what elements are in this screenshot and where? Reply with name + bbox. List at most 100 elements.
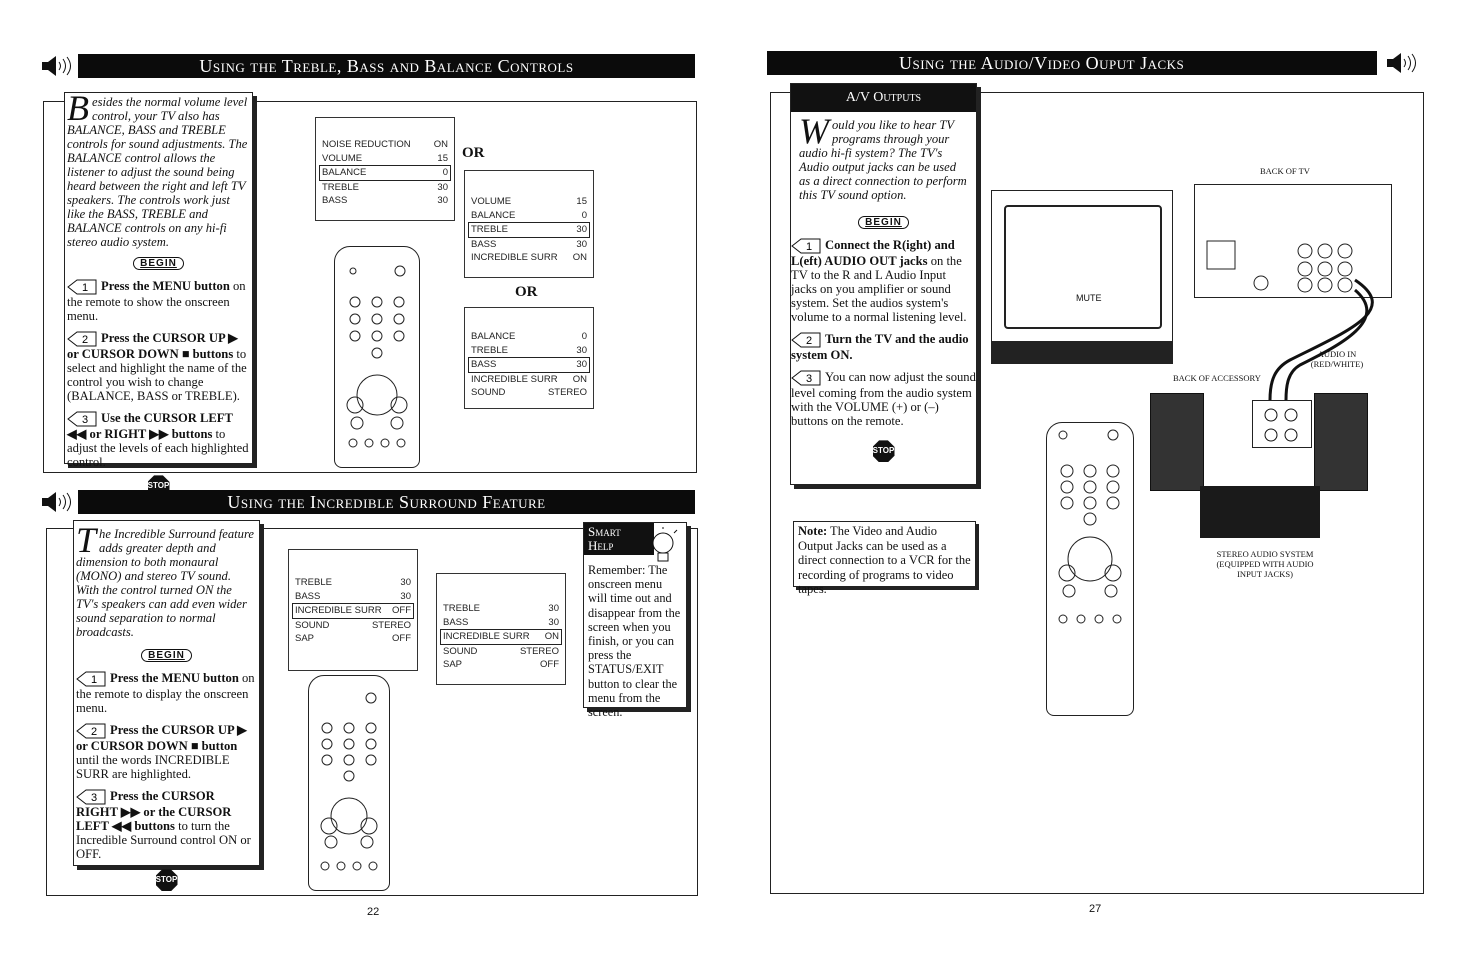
back-of-accessory-label: BACK OF ACCESSORY xyxy=(1173,373,1261,383)
speaker-icon-2 xyxy=(42,492,71,512)
remote-control-3 xyxy=(1046,422,1134,716)
menu-row-value: STEREO xyxy=(519,645,559,657)
menu-row-value: 30 xyxy=(576,359,587,371)
menu-row-value: 30 xyxy=(548,603,559,615)
menu-row-label: SOUND xyxy=(295,619,330,631)
remote-control-2 xyxy=(308,675,390,891)
menu-row: INCREDIBLE SURR OFF xyxy=(292,603,414,619)
menu-row: SAP OFF xyxy=(443,658,559,672)
tv-back-panel xyxy=(1194,184,1392,298)
section-title-treble: Using the Treble, Bass and Balance Contr… xyxy=(78,54,695,78)
menu-row-label: BALANCE xyxy=(471,331,516,343)
begin-label-2: BEGIN xyxy=(141,649,192,662)
menu-row-label: NOISE REDUCTION xyxy=(322,139,411,151)
remote-control xyxy=(334,246,420,468)
intro-body-3: ould you like to hear TV programs throug… xyxy=(799,118,967,202)
menu-row: SOUND STEREO xyxy=(443,645,559,659)
mute-label: MUTE xyxy=(1076,293,1102,303)
menu-row-value: 30 xyxy=(400,590,411,602)
intro-dropcap: B xyxy=(67,88,89,128)
av-jacks-icon xyxy=(1206,240,1353,293)
smart-help-text: Remember: The onscreen menu will time ou… xyxy=(588,563,681,720)
menu-row: BALANCE 0 xyxy=(319,165,451,181)
speaker-icon xyxy=(42,56,71,76)
menu-row-value: OFF xyxy=(540,659,559,671)
svg-text:2: 2 xyxy=(82,334,88,346)
speaker-right xyxy=(1314,393,1368,491)
section-title-surround: Using the Incredible Surround Feature xyxy=(78,490,695,514)
stereo-receiver xyxy=(1200,486,1320,538)
menu-row-label: INCREDIBLE SURR xyxy=(471,252,558,264)
menu-row-value: 0 xyxy=(442,167,448,179)
note-box: Note: The Video and Audio Output Jacks c… xyxy=(793,521,976,596)
svg-text:2: 2 xyxy=(91,726,97,738)
menu-row-value: OFF xyxy=(392,633,411,645)
menu-row-label: INCREDIBLE SURR xyxy=(471,373,558,385)
stop-icon-2: STOP xyxy=(155,869,178,892)
step-2-arrow-icon: 2 xyxy=(67,331,97,347)
intro-body-2: he Incredible Surround feature adds grea… xyxy=(76,527,254,639)
step-3-arrow-icon: 3 xyxy=(67,411,97,427)
menu-row-label: SOUND xyxy=(471,387,506,399)
page-number-left: 22 xyxy=(367,906,380,918)
menu-row-value: ON xyxy=(433,139,448,151)
step-1-arrow-icon: 1 xyxy=(67,279,97,295)
menu-row-value: ON xyxy=(544,631,559,643)
menu-row-label: BASS xyxy=(443,616,469,628)
menu-row-value: OFF xyxy=(392,605,411,617)
subtitle-av: A/V Outputs xyxy=(791,84,976,112)
remote-buttons-icon-2 xyxy=(320,692,378,871)
menu-row-label: SAP xyxy=(443,659,463,671)
lightbulb-icon xyxy=(648,527,678,562)
svg-text:3: 3 xyxy=(806,373,812,385)
section-title-av: Using the Audio/Video Ouput Jacks xyxy=(767,51,1377,75)
intro-dropcap-2: T xyxy=(76,520,97,560)
menu-row-value: STEREO xyxy=(371,619,411,631)
menu-row-value: 30 xyxy=(576,224,587,236)
svg-text:1: 1 xyxy=(82,282,88,294)
tv-set: MUTE xyxy=(991,190,1173,364)
menu-row-label: INCREDIBLE SURR xyxy=(295,605,382,617)
menu-row-label: SOUND xyxy=(443,645,478,657)
audio-input-jacks-icon xyxy=(1264,408,1298,442)
menu-row-label: VOLUME xyxy=(322,152,363,164)
menu-row-label: BASS xyxy=(471,238,497,250)
speaker-left xyxy=(1150,393,1204,491)
intro-dropcap-3: W xyxy=(799,111,829,151)
menu-row: SOUND STEREO xyxy=(295,619,411,633)
back-of-tv-label: BACK OF TV xyxy=(1260,166,1310,176)
menu-row-value: 15 xyxy=(576,196,587,208)
menu-row: BASS 30 xyxy=(443,616,559,630)
menu-row-label: BALANCE xyxy=(322,167,367,179)
stop-icon-3: STOP xyxy=(872,440,895,463)
menu-row-value: 30 xyxy=(548,616,559,628)
page-number-right: 27 xyxy=(1089,903,1102,915)
smart-help-title: Smart Help xyxy=(584,523,654,555)
step-1b-arrow-icon: 1 xyxy=(76,671,106,687)
menu-row-label: TREBLE xyxy=(471,224,508,236)
svg-text:3: 3 xyxy=(82,414,88,426)
